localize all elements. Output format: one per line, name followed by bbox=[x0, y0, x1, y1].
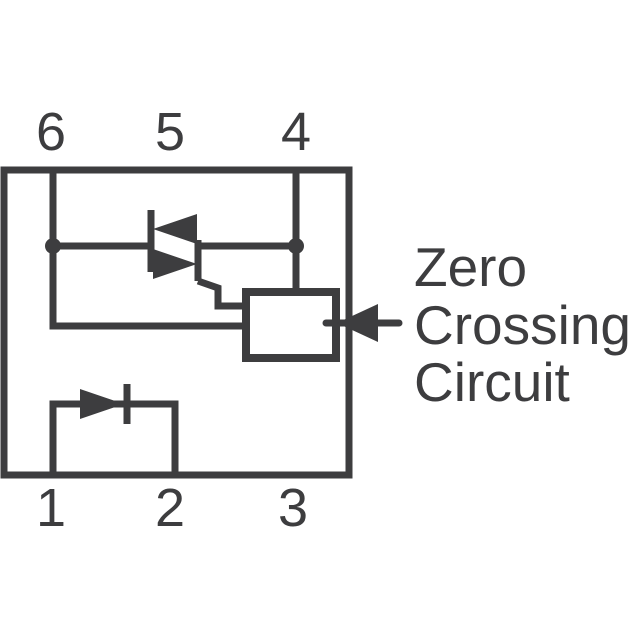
led-diode-icon bbox=[49, 384, 179, 475]
pin-label-6: 6 bbox=[36, 102, 66, 162]
pin-label-3: 3 bbox=[278, 478, 308, 538]
pin-label-1: 1 bbox=[36, 478, 66, 538]
led-loop-wire bbox=[49, 400, 179, 475]
zero-crossing-box bbox=[242, 288, 340, 362]
junction-dot bbox=[288, 238, 304, 254]
triac-upper-triangle bbox=[153, 214, 197, 244]
annotation-line-2: Crossing bbox=[414, 294, 631, 356]
annotation-line-1: Zero bbox=[414, 236, 527, 298]
junction-dot bbox=[45, 238, 61, 254]
pin-label-5: 5 bbox=[155, 102, 185, 162]
triac-icon bbox=[147, 210, 246, 310]
triac-gate-wire bbox=[196, 277, 246, 310]
pin-label-2: 2 bbox=[155, 478, 185, 538]
arrow-head bbox=[337, 304, 378, 342]
pin-label-4: 4 bbox=[281, 102, 311, 162]
led-anode-triangle bbox=[80, 389, 124, 419]
arrow-left-icon bbox=[322, 304, 403, 342]
triac-lower-triangle bbox=[153, 249, 197, 279]
annotation-line-3: Circuit bbox=[414, 351, 570, 413]
pin6-wire bbox=[49, 170, 246, 330]
